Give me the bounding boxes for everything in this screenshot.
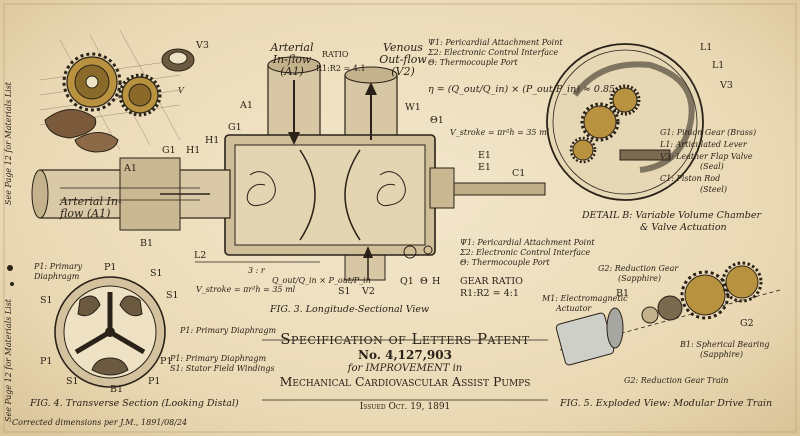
venous-outflow: Venous Out-flow (V2) (379, 41, 427, 78)
corner-label-v: V (178, 86, 184, 95)
label-h: H (432, 276, 441, 287)
detail-b-legend-1: G1: Pinion Gear (Brass) (660, 128, 757, 137)
vstroke-bottom: V_stroke = πr²h = 35 ml (196, 285, 296, 294)
fig5-b1-spherical-2: (Sapphire) (700, 350, 744, 359)
fig5-g2-train: G2: Reduction Gear Train (624, 376, 729, 385)
corner-gear-right (118, 73, 162, 117)
fig5-b1-spherical: B1: Spherical Bearing (680, 340, 770, 349)
label-l2: L2 (194, 250, 207, 261)
gear-ratio-label: GEAR RATIO (460, 276, 523, 287)
fig4-s1d: S1 (66, 376, 79, 387)
arterial-inflow-left: Arterial In-flow (A1) (60, 195, 122, 220)
fig5-g2-sapphire: G2: Reduction Gear (598, 264, 679, 273)
detail-b-legend-2: L1: Articulated Lever (660, 140, 747, 149)
label-b1: B1 (140, 238, 154, 249)
gear-ratio-value: R1:R2 = 4:1 (460, 288, 519, 299)
label-e1b: E1 (478, 162, 491, 173)
ratio-label: RATIO (322, 50, 349, 59)
fig3-caption: FIG. 3. Longitude-Sectional View (270, 304, 430, 315)
side-note-top: See Page 12 for Materials List (4, 81, 13, 205)
fig4-s1b: S1 (40, 295, 53, 306)
label-g1-left: G1 (162, 145, 176, 156)
title-line4: Mechanical Cardiovascular Assist Pumps (279, 374, 531, 389)
label-q1: Q1 (400, 276, 414, 287)
bottom-formula: Q_out/Q_in × P_out/P_in (272, 276, 371, 285)
detail-b-legend-4: (Seal) (700, 162, 724, 171)
detail-b-l1b: L1 (712, 60, 725, 71)
dimension-label: 3 : r (248, 266, 265, 275)
title-line1: Specification of Letters Patent (280, 330, 530, 348)
fig4-legend-b2: S1: Stator Field Windings (170, 364, 275, 373)
arterial-inflow-top: Arterial In-flow (A1) (270, 41, 314, 78)
label-g1-top: G1 (228, 122, 242, 133)
fig4-b1: B1 (110, 384, 124, 395)
label-v2: V2 (362, 286, 375, 297)
label-c1: C1 (512, 168, 526, 179)
legend-top-1: Ψ1: Pericardial Attachment Point (428, 38, 563, 47)
detail-b-legend-3: V3: Leather Flap Valve (660, 152, 753, 161)
fig4-p1a: P1 (104, 262, 117, 273)
fig4-p1d: P1 (148, 376, 161, 387)
label-h1-left: H1 (186, 145, 201, 156)
label-a1-top: A1 (240, 100, 253, 111)
detail-b-legend-5: C1: Piston Rod (660, 174, 721, 183)
fig3-longitudinal-section (31, 56, 546, 281)
label-a1-left: A1 (124, 163, 137, 174)
fig5-b1: B1 (616, 288, 630, 299)
fig4-legend-b1: P1: Primary Diaphragm (170, 354, 267, 363)
detail-b-legend-6: (Steel) (700, 185, 727, 194)
label-h1-top: H1 (205, 135, 220, 146)
fig4-p1-left-1: P1: Primary (34, 262, 83, 271)
detail-b-caption-1: DETAIL B: Variable Volume Chamber (582, 210, 761, 221)
detail-b-chamber (546, 43, 704, 201)
label-theta: Θ (420, 276, 428, 287)
fig4-caption: FIG. 4. Transverse Section (Looking Dist… (30, 398, 239, 409)
title-issued: Issued Oct. 19, 1891 (359, 402, 451, 412)
legend-bottom-3: Θ: Thermocouple Port (460, 258, 550, 267)
ratio-value: R1:R2 = 4:1 (316, 64, 366, 73)
fig5-caption: FIG. 5. Exploded View: Modular Drive Tra… (560, 398, 773, 409)
side-note-bottom: See Page 12 for Materials List (4, 298, 13, 422)
fig4-legend-mid: P1: Primary Diaphragm (180, 326, 277, 335)
label-s1: S1 (338, 286, 351, 297)
corner-label-v3: V3 (196, 40, 209, 51)
legend-bottom-1: Ψ1: Pericardial Attachment Point (460, 238, 595, 247)
detail-b-caption-2: & Valve Actuation (640, 222, 727, 233)
vstroke-top: V_stroke = πr²h = 35 ml (450, 128, 550, 137)
fig5-m1-2: Actuator (556, 304, 592, 313)
label-e1a: E1 (478, 150, 491, 161)
detail-b-l1a: L1 (700, 42, 713, 53)
corrected-note: Corrected dimensions per J.M., 1891/08/2… (12, 418, 188, 427)
corner-gear-left (62, 52, 122, 112)
fig4-s1a: S1 (150, 268, 163, 279)
fig4-p1b: P1 (40, 356, 53, 367)
fig5-g2-sapphire-2: (Sapphire) (618, 274, 662, 283)
fig5-exploded-drive (555, 261, 781, 366)
fig4-p1c: P1 (160, 356, 173, 367)
fig4-transverse-section (54, 276, 166, 388)
legend-bottom-2: Σ2: Electronic Control Interface (460, 248, 591, 257)
fig5-g2: G2 (740, 318, 754, 329)
corner-valve-flaps (44, 109, 119, 153)
label-w1: W1 (405, 102, 421, 113)
legend-top-3: Θ: Thermocouple Port (428, 58, 518, 67)
legend-top-2: Σ2: Electronic Control Interface (428, 48, 559, 57)
fig4-s1c: S1 (166, 290, 179, 301)
corner-bushing (161, 48, 195, 72)
title-line3: for IMPROVEMENT in (347, 363, 463, 374)
fig5-m1: M1: Electromagnetic (542, 294, 628, 303)
eta-formula: η = (Q_out/Q_in) × (P_out/P_in) ≈ 0.85 (428, 84, 616, 95)
title-line2: No. 4,127,903 (358, 348, 452, 362)
label-theta1: Θ1 (430, 115, 444, 126)
detail-b-v3: V3 (720, 80, 733, 91)
fig4-p1-left-2: Diaphragm (34, 272, 80, 281)
